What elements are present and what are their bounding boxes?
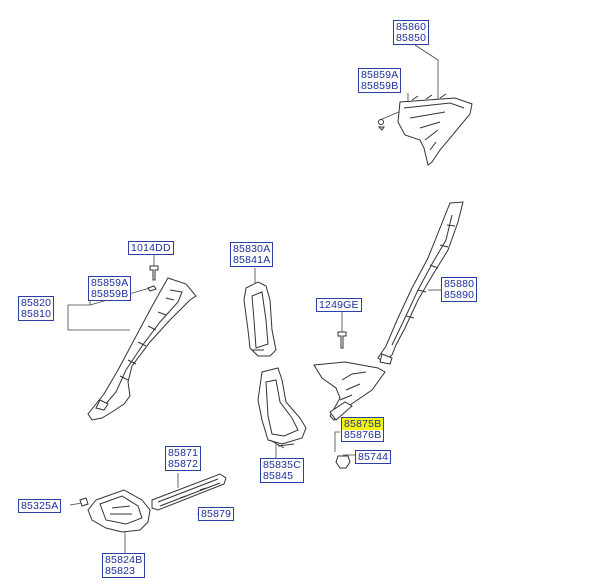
callout-roof-side-trim: 85860 85850 bbox=[393, 20, 430, 45]
callout-door-trim-cover-line1: 85875B bbox=[344, 418, 382, 430]
cowl-side-trim-part bbox=[87, 489, 151, 533]
callout-rear-pillar-line2: 85890 bbox=[444, 289, 475, 301]
callout-front-bolt-text: 1014DD bbox=[131, 242, 171, 254]
callout-cowl-screw-text: 85325A bbox=[21, 500, 59, 512]
callout-rear-clip: 85859A 85859B bbox=[358, 68, 402, 93]
callout-cowl-screw: 85325A bbox=[18, 499, 62, 513]
callout-roof-side-trim-line2: 85850 bbox=[396, 32, 427, 44]
callout-scuff-clip-text: 85879 bbox=[201, 508, 232, 520]
callout-door-clip-text: 85744 bbox=[358, 451, 389, 463]
callout-center-pillar-upper-line1: 85830A bbox=[233, 243, 271, 255]
rear-pillar-part bbox=[377, 201, 464, 365]
callout-center-pillar-upper-line2: 85841A bbox=[233, 254, 271, 266]
callout-roof-side-trim-line1: 85860 bbox=[396, 21, 427, 33]
callout-cowl-side-trim-line1: 85824B bbox=[105, 554, 143, 566]
callout-front-pillar-line2: 85810 bbox=[21, 308, 52, 320]
callout-rear-bolt: 1249GE bbox=[316, 298, 362, 312]
callout-center-pillar-lower-line1: 85835C bbox=[263, 459, 301, 471]
callout-scuff-plate: 85871 85872 bbox=[165, 446, 202, 471]
callout-cowl-side-trim: 85824B 85823 bbox=[102, 553, 146, 578]
callout-door-trim-cover-line2: 85876B bbox=[342, 429, 384, 441]
center-pillar-lower-part bbox=[257, 367, 307, 449]
center-pillar-upper-part bbox=[243, 281, 277, 357]
callout-cowl-side-trim-line2: 85823 bbox=[105, 565, 136, 577]
callout-rear-clip-line2: 85859B bbox=[361, 80, 399, 92]
callout-center-pillar-lower: 85835C 85845 bbox=[260, 458, 304, 483]
front-pillar-part bbox=[87, 277, 197, 421]
callout-center-pillar-lower-line2: 85845 bbox=[263, 470, 294, 482]
callout-front-pillar: 85820 85810 bbox=[18, 296, 55, 321]
door-trim-cover-part bbox=[313, 361, 386, 421]
callout-door-trim-cover: 85875B 85876B bbox=[341, 417, 385, 442]
callout-scuff-plate-line2: 85872 bbox=[168, 458, 199, 470]
callout-scuff-plate-line1: 85871 bbox=[168, 447, 199, 459]
callout-rear-bolt-text: 1249GE bbox=[319, 299, 359, 311]
scuff-plate-part bbox=[151, 473, 227, 511]
callout-rear-pillar: 85880 85890 bbox=[441, 277, 478, 302]
callout-rear-clip-line1: 85859A bbox=[361, 69, 399, 81]
callout-front-clip-line2: 85859B bbox=[91, 288, 129, 300]
callout-front-pillar-line1: 85820 bbox=[21, 297, 52, 309]
callout-front-clip: 85859A 85859B bbox=[88, 276, 132, 301]
callout-center-pillar-upper: 85830A 85841A bbox=[230, 242, 274, 267]
roof-side-trim-part bbox=[377, 93, 473, 166]
callout-scuff-clip: 85879 bbox=[198, 507, 235, 521]
callout-front-bolt: 1014DD bbox=[128, 241, 174, 255]
callout-rear-pillar-line1: 85880 bbox=[444, 278, 475, 290]
callout-door-clip: 85744 bbox=[355, 450, 392, 464]
callout-front-clip-line1: 85859A bbox=[91, 277, 129, 289]
